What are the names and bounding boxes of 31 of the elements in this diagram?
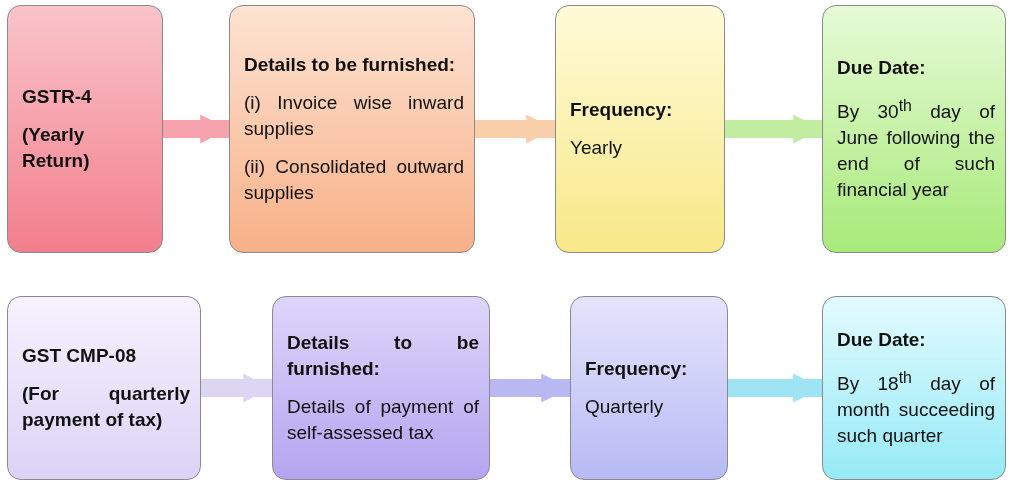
box-heading: Details to be furnished: [287,331,479,381]
process-box [272,296,490,480]
process-box [7,296,201,480]
process-box [229,5,475,253]
arrow [490,373,570,403]
box-text: (ii) Consolidated outward supplies [244,155,464,205]
box-heading: GSTR-4 [22,85,93,109]
box-heading: Frequency: [570,98,674,122]
box-heading: Details to be furnished: [244,53,457,77]
box-heading: Frequency: [585,357,689,381]
arrow [163,114,229,144]
process-box [822,296,1006,480]
arrow [475,114,555,144]
arrow [728,373,822,403]
box-heading: Due Date: [837,55,927,80]
box-heading: (Yearly Return) [22,123,91,173]
box-text: By 30$^{th}$ day of June following the end of such financial year [837,95,995,203]
process-box [7,5,163,253]
arrow [201,373,272,403]
box-text: Quarterly [585,395,665,419]
process-box [822,5,1006,253]
process-box [570,296,728,480]
box-text: (i) Invoice wise inward supplies [244,91,464,141]
box-text: Details of payment of self-assessed tax [287,395,479,445]
arrow [725,114,822,144]
box-text: By 18$^{th}$ day of month succeeding such quarter [837,367,995,449]
box-heading: GST CMP-08 [22,344,138,368]
process-box [555,5,725,253]
box-text: Yearly [570,136,624,160]
box-heading: Due Date: [837,327,927,352]
box-heading: (For quarterly payment of tax) [22,382,190,432]
